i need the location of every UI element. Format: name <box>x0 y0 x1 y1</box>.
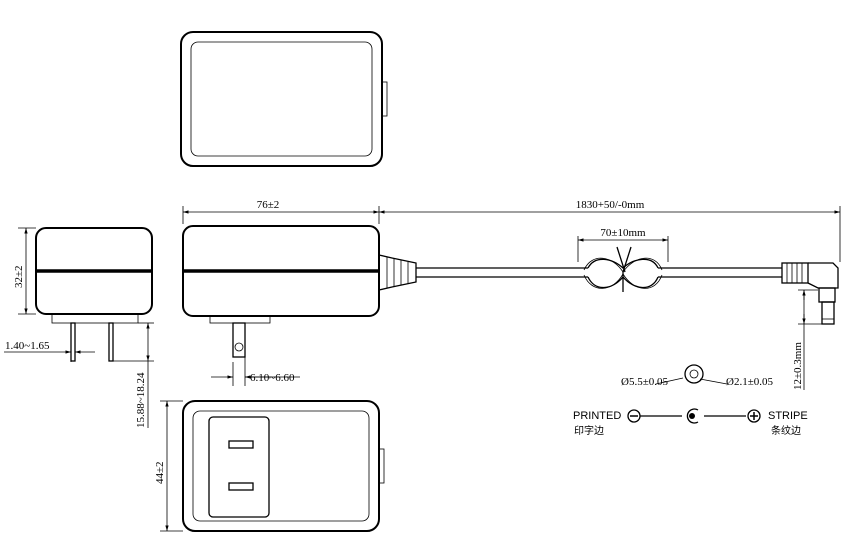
inner-diameter-label: Ø2.1±0.05 <box>726 376 773 388</box>
pin-length-label: 15.88~18.24 <box>135 372 147 428</box>
height-label: 32±2 <box>13 265 25 288</box>
body-length-dimension: 76±2 <box>182 199 380 224</box>
outer-diameter-label: Ø5.5±0.05 <box>621 376 668 388</box>
dc-plug: 12±0.3mm <box>781 262 839 390</box>
polarity-diagram: PRINTED 印字边 STRIPE 条纹边 <box>573 408 808 437</box>
printed-label: PRINTED <box>573 410 621 422</box>
width-label: 44±2 <box>154 461 166 484</box>
body-length-label: 76±2 <box>257 199 280 211</box>
tie-length-label: 70±10mm <box>600 227 646 239</box>
front-view: 6.10~6.60 <box>182 225 417 386</box>
cable-length-label: 1830+50/-0mm <box>576 199 645 211</box>
barrel-detail: Ø5.5±0.05 Ø2.1±0.05 <box>621 364 773 388</box>
cable-length-dimension: 1830+50/-0mm <box>379 199 841 262</box>
positive-icon <box>747 409 761 423</box>
side-view: 32±2 1.40~1.65 15.88~18.24 <box>4 227 154 428</box>
stripe-label-cn: 条纹边 <box>771 424 801 437</box>
stripe-label: STRIPE <box>768 410 808 422</box>
printed-label-cn: 印字边 <box>574 424 604 437</box>
bottom-view: 44±2 <box>154 400 385 532</box>
pin-thickness-label: 1.40~1.65 <box>5 340 50 352</box>
top-view <box>180 31 388 167</box>
plug-tip-label: 12±0.3mm <box>792 342 804 390</box>
pin-width-dim: 6.10~6.60 <box>250 372 295 384</box>
polarity-plug-icon <box>686 408 699 424</box>
negative-icon <box>627 409 641 423</box>
cable: 70±10mm <box>416 227 782 292</box>
